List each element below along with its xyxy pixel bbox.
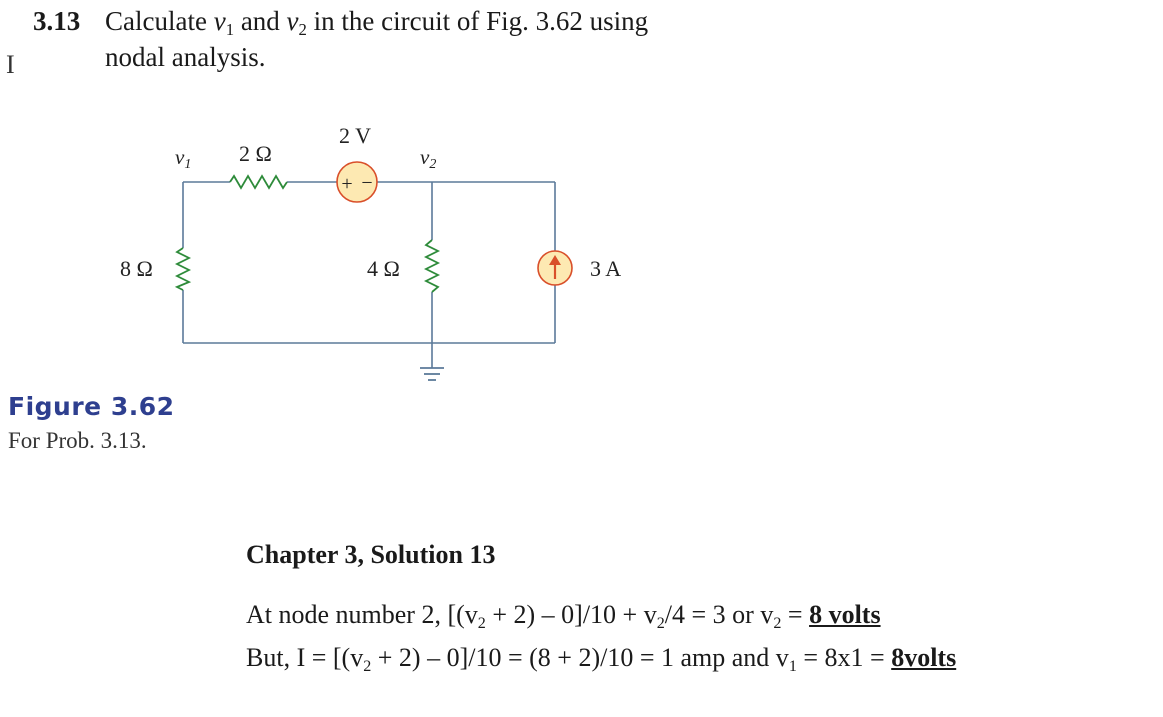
var-sub: 1 (788, 657, 797, 675)
resistor-8ohm (174, 247, 192, 291)
isource-label: 3 A (590, 256, 621, 281)
plus-sign: + (341, 173, 352, 195)
solution-text: = 8x1 = (796, 643, 892, 672)
problem-text: in the circuit of Fig. 3.62 using (306, 6, 649, 36)
solution-line2: But, I = [(v2 + 2) – 0]/10 = (8 + 2)/10 … (246, 643, 957, 675)
ground-icon (420, 367, 444, 381)
r-top-label: 2 Ω (239, 141, 272, 166)
problem-statement-line1: Calculate v1 and v2 in the circuit of Fi… (105, 6, 649, 40)
r-mid-label: 4 Ω (367, 256, 400, 281)
current-source (537, 250, 573, 286)
solution-heading: Chapter 3, Solution 13 (246, 540, 496, 569)
solution-text: But, I = [(v (246, 643, 364, 672)
problem-text: and (234, 6, 287, 36)
arrow-up-icon (549, 255, 561, 265)
problem-number: 3.13 (33, 6, 81, 36)
var-sub: 2 (656, 614, 665, 632)
solution-text: + 2) – 0]/10 = (8 + 2)/10 = 1 amp and v (371, 643, 789, 672)
solution-text: = (781, 600, 810, 629)
vsource-label: 2 V (339, 123, 371, 148)
problem-statement-line2: nodal analysis. (105, 42, 266, 72)
figure-title: Figure 3.62 (8, 392, 175, 421)
answer-v2: 8 volts (809, 600, 881, 629)
solution-text: At node number 2, [(v (246, 600, 478, 629)
var-sub: 2 (773, 614, 782, 632)
var-sub: 2 (363, 657, 372, 675)
solution-text: /4 = 3 or v (664, 600, 774, 629)
voltage-source: + − (336, 161, 378, 203)
text-cursor-icon: I (6, 50, 15, 79)
figure-caption: For Prob. 3.13. (8, 428, 147, 453)
var-sub: 2 (298, 20, 307, 40)
var-v: v (286, 6, 299, 36)
node-v2-label: v2 (420, 145, 436, 172)
resistor-4ohm (423, 239, 441, 293)
answer-v1: 8volts (891, 643, 957, 672)
var-sub: 1 (225, 20, 235, 40)
var-sub: 2 (477, 614, 486, 632)
r-left-label: 8 Ω (120, 256, 153, 281)
minus-sign: − (361, 172, 372, 194)
problem-text: Calculate (105, 6, 214, 36)
resistor-2ohm (229, 174, 288, 190)
solution-line1: At node number 2, [(v2 + 2) – 0]/10 + v2… (246, 600, 881, 632)
var-v: v (213, 6, 226, 36)
circuit-wires (182, 181, 556, 368)
node-v1-label: v1 (175, 145, 191, 172)
solution-text: + 2) – 0]/10 + v (485, 600, 657, 629)
